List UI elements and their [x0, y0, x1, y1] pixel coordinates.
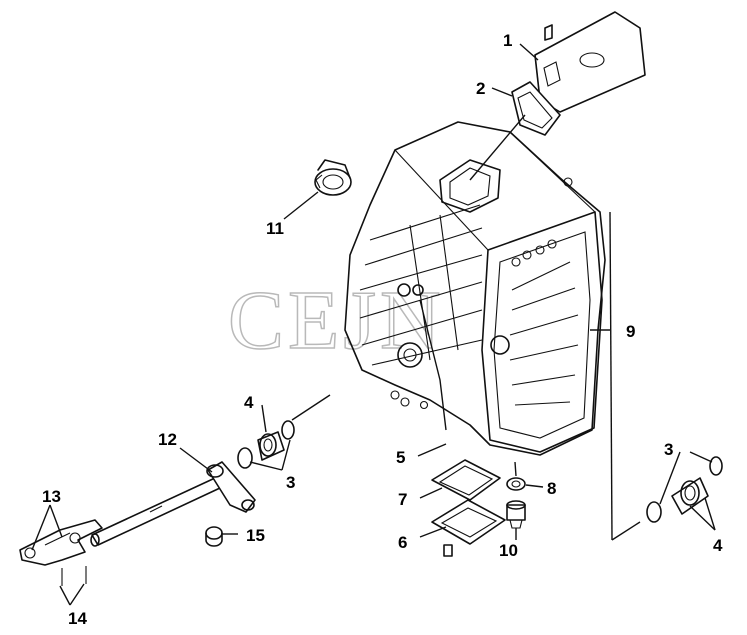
- callout-3-right: 3: [664, 440, 673, 459]
- callout-14: 14: [68, 609, 87, 628]
- watermark-logo: CEJN: [228, 274, 445, 367]
- callout-2: 2: [476, 79, 485, 98]
- callout-6: 6: [398, 533, 407, 552]
- callout-4-left: 4: [244, 393, 254, 412]
- small-bushing: [205, 526, 223, 547]
- callout-3-left: 3: [286, 473, 295, 492]
- callout-7: 7: [398, 490, 407, 509]
- callout-11: 11: [266, 219, 284, 238]
- drain-plug: [506, 500, 526, 529]
- top-cover-plate: [534, 11, 646, 113]
- callout-5: 5: [396, 448, 405, 467]
- release-fork: [19, 519, 103, 586]
- callout-12: 12: [158, 430, 177, 449]
- callout-10: 10: [499, 541, 518, 560]
- callout-15: 15: [246, 526, 265, 545]
- callout-9: 9: [626, 322, 635, 341]
- bushing-set-right: [646, 456, 723, 523]
- transmission-housing: [344, 121, 606, 456]
- drain-washer: [506, 477, 526, 491]
- inspection-cover: [431, 459, 501, 501]
- oil-seal: [314, 159, 352, 196]
- callout-4-right: 4: [713, 536, 723, 555]
- callout-labels: 1 2 3 3 4 4 5 6 7 8 9 10 11 12 13 14 15: [42, 31, 723, 628]
- leader-lines: [31, 43, 716, 606]
- callout-1: 1: [503, 31, 512, 50]
- release-shaft: [90, 461, 256, 547]
- inspection-gasket: [431, 499, 506, 557]
- callout-13: 13: [42, 487, 61, 506]
- bushing-set-left: [237, 420, 295, 469]
- callout-8: 8: [547, 479, 556, 498]
